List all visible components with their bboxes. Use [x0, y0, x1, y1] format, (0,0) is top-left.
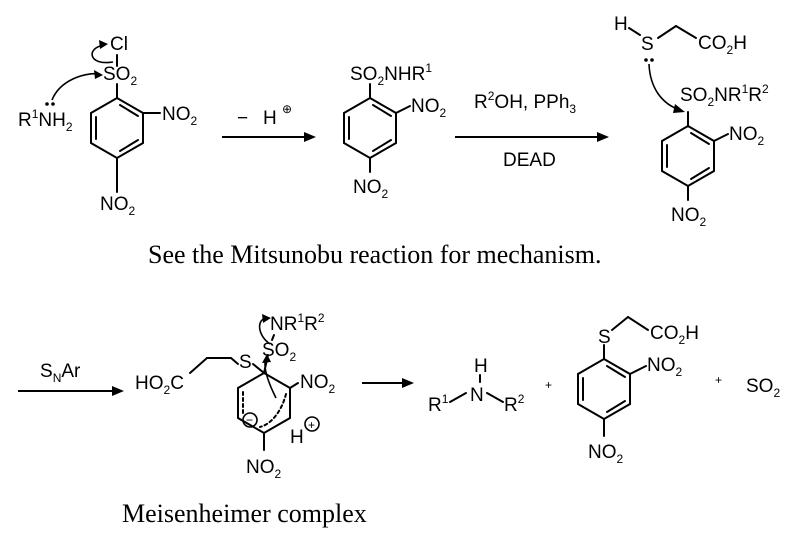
- thioether-product: S CO2H NO2 NO2: [577, 316, 699, 466]
- step1-arrow: − H ⊕: [222, 102, 316, 142]
- step1-proton-label: H: [263, 108, 277, 129]
- step3-arrow: SNAr: [18, 361, 124, 396]
- thioether-s-label: S: [598, 327, 611, 348]
- secondary-amine-product: R1 H N R2: [428, 356, 525, 416]
- nitro-para-label: NO2: [100, 194, 136, 218]
- mitsunobu-reagents: R2OH, PPh3: [474, 89, 576, 116]
- proton-charge: ⊕: [282, 102, 292, 116]
- amide-leaving-label: NR1R2: [270, 311, 325, 335]
- step1-minus: −: [237, 108, 248, 129]
- nitro-ortho-label: NO2: [411, 96, 447, 120]
- thioether-s-label: S: [239, 352, 252, 373]
- sulfonyl-chloride-molecule: Cl SO2 R1NH2 NO2 NO2: [18, 34, 198, 218]
- mitsunobu-caption: See the Mitsunobu reaction for mechanism…: [148, 240, 601, 269]
- step4-arrow: [362, 378, 414, 388]
- chloride-label: Cl: [110, 34, 128, 55]
- proton-charge: +: [308, 418, 315, 432]
- thiol-s-label: S: [641, 34, 654, 55]
- thiol-h-label: H: [614, 14, 628, 35]
- amine-n-label: N: [470, 385, 484, 406]
- nitro-para-label: NO2: [588, 442, 624, 466]
- sulfonamide-label: SO2NR1R2: [680, 82, 769, 109]
- amine-label: R1NH2: [18, 107, 73, 134]
- acid-label: HO2C: [135, 373, 184, 397]
- amine-r1-label: R1: [428, 392, 449, 416]
- dead-label: DEAD: [503, 150, 556, 171]
- step2-arrow: R2OH, PPh3 DEAD: [455, 89, 609, 171]
- sulfur-dioxide-label: SO2: [746, 376, 780, 400]
- plus-sign-1: +: [545, 378, 552, 392]
- thiol-attack-arrow: [648, 63, 681, 111]
- negative-charge-circle: [242, 412, 258, 428]
- nitro-para-label: NO2: [353, 177, 389, 201]
- nucleophilic-attack-arrow: [51, 72, 101, 101]
- nitro-ortho-label: NO2: [647, 355, 683, 379]
- nitro-ortho-label: NO2: [300, 372, 336, 396]
- nitro-para-label: NO2: [671, 205, 707, 229]
- amine-r2-label: R2: [504, 392, 525, 416]
- nitro-para-label: NO2: [246, 457, 282, 481]
- plus-sign-2: +: [715, 373, 722, 387]
- snar-label: SNAr: [40, 361, 81, 385]
- acid-label: CO2H: [698, 33, 747, 57]
- nitro-ortho-label: NO2: [729, 124, 765, 148]
- alkylated-sulfonamide-molecule: H S CO2H SO2NR1R2 NO2 NO2: [614, 14, 769, 229]
- thioether-acid-label: CO2H: [650, 323, 699, 347]
- amine-h-label: H: [474, 356, 488, 377]
- meisenheimer-caption: Meisenheimer complex: [122, 499, 367, 528]
- meisenheimer-complex: HO2C S SO2 NR1R2 NO2 NO2 − H +: [135, 311, 336, 481]
- nitro-ortho-label: NO2: [162, 104, 198, 128]
- proton-label: H: [290, 427, 304, 448]
- negative-charge: −: [246, 413, 253, 427]
- so2-label: SO2: [103, 64, 137, 88]
- sulfonamide-molecule: SO2NHR1 NO2 NO2: [343, 61, 447, 201]
- sulfonamide-label: SO2NHR1: [350, 61, 432, 88]
- so2-label: SO2: [262, 340, 296, 364]
